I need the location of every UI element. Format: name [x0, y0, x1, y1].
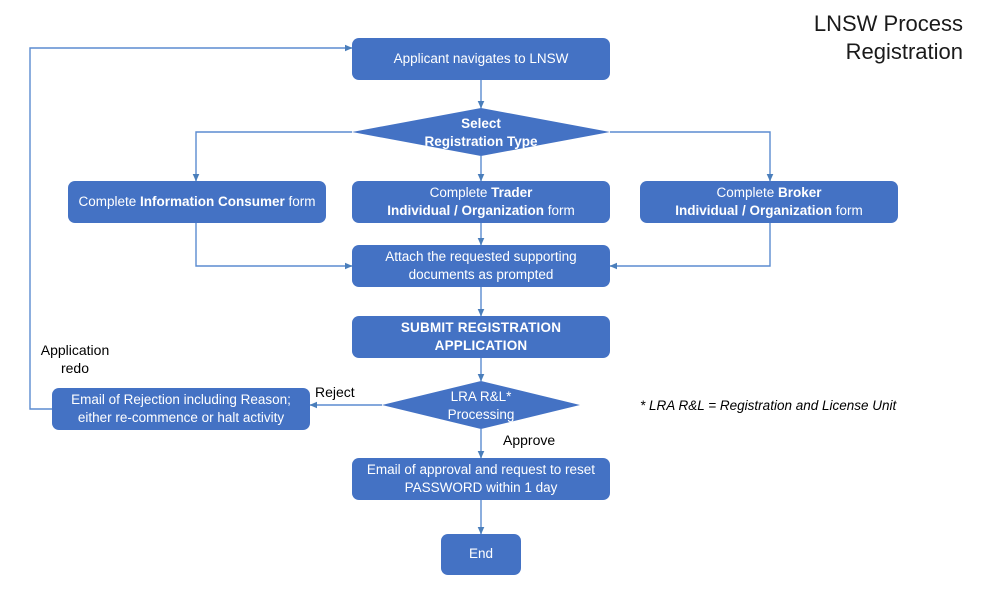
node-label: Applicant navigates to LNSW [393, 50, 569, 66]
node-label-line1-prefix: Complete [429, 184, 492, 200]
node-label-line1-bold: Trader [491, 184, 533, 200]
node-label-line1: Email of approval and request to reset [366, 461, 596, 477]
node-applicant-navigates-to-lnsw[interactable]: Applicant navigates to LNSW [352, 38, 610, 80]
node-label-suffix: form [284, 193, 316, 209]
node-complete-broker-form[interactable]: Complete Broker Individual / Organizatio… [640, 181, 898, 223]
decision-label-line1: LRA R&L* [450, 389, 512, 405]
node-label-line1-prefix: Complete [716, 184, 778, 200]
node-submit-registration-application[interactable]: SUBMIT REGISTRATION APPLICATION [352, 316, 610, 358]
node-label: End [468, 546, 494, 562]
node-label-line2-bold: Individual / Organization [387, 203, 544, 218]
node-label-line2-suffix: form [832, 203, 863, 218]
edge-label-approve: Approve [503, 432, 556, 448]
decision-lra-processing[interactable]: LRA R&L* Processing [382, 381, 580, 429]
node-email-of-rejection[interactable]: Email of Rejection including Reason; eit… [52, 388, 310, 430]
edge-label-reject: Reject [315, 384, 355, 400]
decision-select-registration-type[interactable]: Select Registration Type [352, 108, 610, 156]
page-title: LNSW Process Registration [813, 11, 963, 64]
edge-label-application-redo: Application redo [40, 342, 110, 377]
node-label-bold: Information Consumer [140, 193, 285, 209]
decision-label-line2: Registration Type [424, 134, 538, 149]
node-label-line1: Attach the requested supporting [385, 248, 577, 264]
edge-select-to-broker [610, 131, 774, 182]
decision-label-line1: Select [461, 116, 501, 132]
edge-select-to-infoconsumer [192, 131, 352, 182]
edge-infoconsumer-to-attach [195, 223, 353, 270]
node-label-prefix: Complete [78, 193, 140, 209]
node-label-line1-bold: Broker [778, 184, 822, 200]
node-email-of-approval[interactable]: Email of approval and request to reset P… [352, 458, 610, 500]
node-complete-information-consumer-form[interactable]: Complete Information Consumer form [68, 181, 326, 223]
node-label: SUBMIT REGISTRATION APPLICATION [400, 319, 562, 353]
node-label-line2: either re-commence or halt activity [77, 410, 285, 425]
edge-broker-to-attach [609, 223, 771, 270]
node-label-line2: documents as prompted [408, 267, 554, 282]
node-label-line2: PASSWORD within 1 day [404, 480, 558, 495]
footnote-lra-definition: * LRA R&L = Registration and License Uni… [640, 398, 897, 413]
node-label-line2-bold: Individual / Organization [675, 203, 832, 218]
node-label-line1: Email of Rejection including Reason; [71, 391, 291, 407]
decision-label-line2: Processing [447, 407, 515, 422]
node-label-line2-suffix: form [544, 203, 575, 218]
node-attach-supporting-documents[interactable]: Attach the requested supporting document… [352, 245, 610, 287]
node-end[interactable]: End [441, 534, 521, 575]
node-complete-trader-form[interactable]: Complete Trader Individual / Organizatio… [352, 181, 610, 223]
